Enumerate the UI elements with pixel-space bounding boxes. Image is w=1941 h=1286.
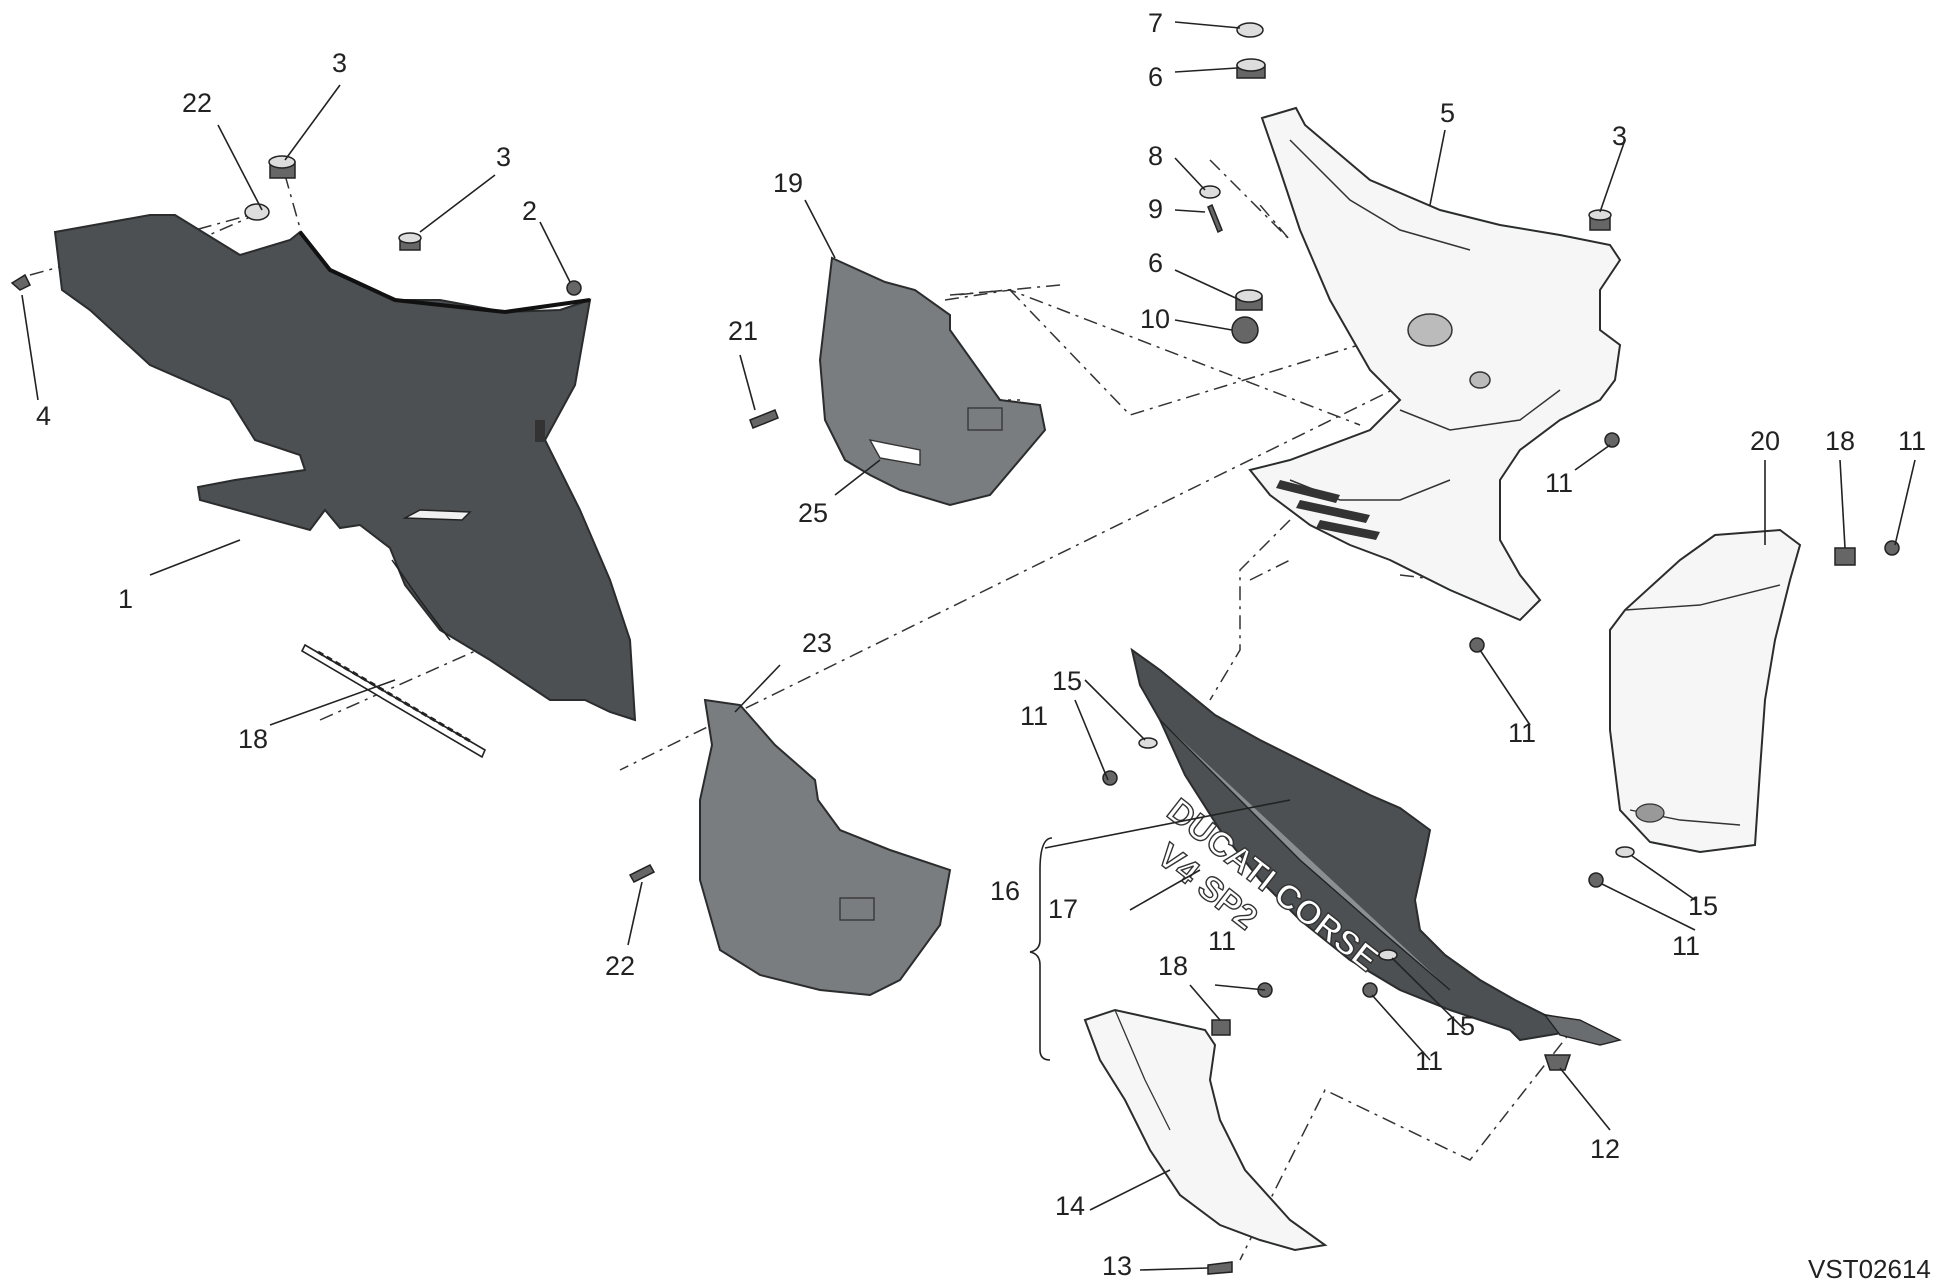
drawing-reference-code: VST02614 <box>1808 1254 1931 1284</box>
cover-21-hole <box>1635 803 1665 823</box>
washer-15-a <box>1138 737 1158 749</box>
callout-22a: 21 <box>728 316 758 346</box>
panel-24-logo-mark <box>839 897 875 921</box>
clip-18-right <box>1834 547 1856 566</box>
callout-15a: 15 <box>1052 666 1082 696</box>
callout-4: 4 <box>36 401 51 431</box>
lower-panel-tail <box>1543 1014 1623 1046</box>
washer-15-c <box>1378 949 1398 961</box>
screw-22-upper <box>749 409 779 429</box>
callout-9: 9 <box>1148 194 1163 224</box>
cover-part-21 <box>1609 528 1802 854</box>
callout-25: 25 <box>798 498 828 528</box>
screw-11-f <box>1362 982 1378 998</box>
screw-11-b <box>1469 637 1485 653</box>
fairing-mount-tab <box>535 420 545 442</box>
panel-20-logo-mark <box>967 407 1003 431</box>
callout-11e: 11 <box>1672 931 1700 961</box>
screw-11-a <box>1604 432 1620 448</box>
callout-18a: 18 <box>1825 426 1855 456</box>
callout-18b: 18 <box>1158 951 1188 981</box>
callout-11c: 11 <box>1898 426 1926 456</box>
screw-13 <box>1207 1261 1233 1275</box>
callout-11d: 11 <box>1020 701 1048 731</box>
fairing-left-part-1 <box>53 214 637 722</box>
lower-panel-part-16 <box>1130 647 1583 1042</box>
callout-10: 10 <box>1140 304 1170 334</box>
fastener-12 <box>1543 1054 1572 1071</box>
callout-24: 23 <box>802 628 832 658</box>
washer-15-b <box>1615 846 1635 858</box>
panel-5-vents <box>1276 480 1380 540</box>
callout-2: 2 <box>522 196 537 226</box>
callout-22b: 22 <box>605 951 635 981</box>
callout-7: 7 <box>1148 8 1163 38</box>
side-panel-part-20 <box>818 256 1047 507</box>
cover-21-edge <box>1624 584 1781 611</box>
callout-21: 20 <box>1750 426 1780 456</box>
callout-17: 17 <box>1048 894 1078 924</box>
washer-7 <box>1236 22 1264 38</box>
leader-lines <box>21 21 1916 1271</box>
callout-5: 5 <box>1440 98 1455 128</box>
callout-20: 19 <box>773 168 803 198</box>
callout-19: 18 <box>238 724 268 754</box>
fairing-vent-slot <box>402 509 472 521</box>
callout-11g: 11 <box>1415 1046 1443 1076</box>
rivet-10 <box>1231 316 1259 344</box>
callout-15c: 15 <box>1445 1011 1475 1041</box>
panel-part-14 <box>1083 1008 1328 1252</box>
callout-8: 8 <box>1148 141 1163 171</box>
side-panel-part-24 <box>699 698 952 997</box>
callout-6a: 6 <box>1148 62 1163 92</box>
screw-22-lower <box>628 864 656 883</box>
screw-9 <box>1207 203 1223 234</box>
callout-numbers: 22 3 3 2 4 1 18 19 21 25 23 22 7 6 8 9 6… <box>36 8 1926 1281</box>
nut-2 <box>566 280 582 296</box>
screw-11-e <box>1588 872 1604 888</box>
screw-4 <box>10 273 32 291</box>
callout-14: 14 <box>1055 1191 1085 1221</box>
callout-11a: 11 <box>1545 468 1573 498</box>
panel-5-contour-b <box>1399 389 1561 431</box>
callout-3a: 3 <box>332 48 347 78</box>
callout-13: 13 <box>1102 1251 1132 1281</box>
bracket-16 <box>1029 837 1053 1061</box>
callout-23: 22 <box>182 88 212 118</box>
callout-16: 16 <box>990 876 1020 906</box>
panel-5-contour-a <box>1289 139 1471 251</box>
plug-23 <box>244 203 270 221</box>
callout-3b: 3 <box>496 142 511 172</box>
panel-5-mount-hole <box>1407 313 1453 347</box>
callout-11f: 11 <box>1208 926 1236 956</box>
callout-11b: 11 <box>1508 718 1536 748</box>
callout-3c: 3 <box>1612 121 1627 151</box>
callout-15b: 15 <box>1688 891 1718 921</box>
callout-1: 1 <box>118 584 133 614</box>
callout-12: 12 <box>1590 1134 1620 1164</box>
panel-20-white-patch <box>868 439 921 466</box>
panel-14-contour <box>1114 1009 1171 1131</box>
fairing-top-edge <box>298 230 591 315</box>
callout-6b: 6 <box>1148 248 1163 278</box>
clip-18-lower <box>1211 1019 1231 1036</box>
inner-panel-part-5 <box>1248 106 1622 622</box>
screw-11-c <box>1884 540 1900 556</box>
fairing-crease-line <box>391 559 451 641</box>
lower-panel-highlight <box>1159 719 1451 991</box>
panel-5-mount-hole-2 <box>1469 371 1491 389</box>
decal-strip-part-19 <box>300 643 487 759</box>
